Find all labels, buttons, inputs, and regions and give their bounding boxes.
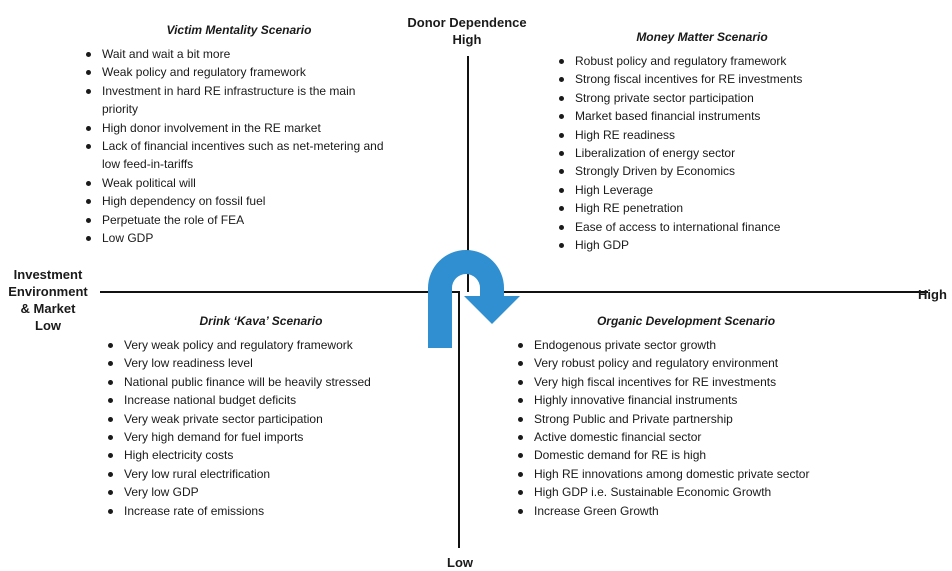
list-item: Wait and wait a bit more xyxy=(86,45,394,63)
list-item: Highly innovative financial instruments xyxy=(518,391,856,409)
list-item: Ease of access to international finance xyxy=(559,218,847,236)
list-item: Very weak private sector participation xyxy=(108,410,416,428)
list-item: Increase national budget deficits xyxy=(108,391,416,409)
axis-label-left: Investment Environment & Market Low xyxy=(8,267,88,333)
horizontal-axis-left xyxy=(100,291,460,293)
list-item: High RE penetration xyxy=(559,199,847,217)
list-item: Investment in hard RE infrastructure is … xyxy=(86,82,394,119)
list-item: Very low GDP xyxy=(108,483,416,501)
list-item: Domestic demand for RE is high xyxy=(518,446,856,464)
list-item: Strongly Driven by Economics xyxy=(559,162,847,180)
list-item: Robust policy and regulatory framework xyxy=(559,52,847,70)
list-item: Low GDP xyxy=(86,229,394,247)
list-item: Strong fiscal incentives for RE investme… xyxy=(559,70,847,88)
quadrant-list: Very weak policy and regulatory framewor… xyxy=(106,336,416,520)
list-item: Increase rate of emissions xyxy=(108,502,416,520)
u-turn-arrow-icon xyxy=(428,250,520,348)
list-item: Very high demand for fuel imports xyxy=(108,428,416,446)
list-item: Very low rural electrification xyxy=(108,465,416,483)
list-item: Endogenous private sector growth xyxy=(518,336,856,354)
list-item: Strong Public and Private partnership xyxy=(518,410,856,428)
list-item: Perpetuate the role of FEA xyxy=(86,211,394,229)
axis-label-top: Donor Dependence High xyxy=(407,15,527,47)
quadrant-title: Drink ‘Kava’ Scenario xyxy=(199,314,323,328)
u-turn-arrow-shape xyxy=(428,250,520,348)
list-item: Lack of financial incentives such as net… xyxy=(86,137,394,174)
quadrant-title: Victim Mentality Scenario xyxy=(166,23,312,37)
list-item: High donor involvement in the RE market xyxy=(86,119,394,137)
list-item: High GDP i.e. Sustainable Economic Growt… xyxy=(518,483,856,501)
quadrant-victim-mentality: Victim Mentality Scenario Wait and wait … xyxy=(84,23,394,247)
list-item: Very weak policy and regulatory framewor… xyxy=(108,336,416,354)
list-item: Increase Green Growth xyxy=(518,502,856,520)
quadrant-drink-kava: Drink ‘Kava’ Scenario Very weak policy a… xyxy=(106,314,416,520)
list-item: High electricity costs xyxy=(108,446,416,464)
vertical-axis-upper xyxy=(467,56,469,292)
list-item: High dependency on fossil fuel xyxy=(86,192,394,210)
axis-label-right: High xyxy=(918,287,947,302)
list-item: National public finance will be heavily … xyxy=(108,373,416,391)
vertical-axis-lower xyxy=(458,292,460,548)
list-item: Very high fiscal incentives for RE inves… xyxy=(518,373,856,391)
list-item: Market based financial instruments xyxy=(559,107,847,125)
list-item: Weak policy and regulatory framework xyxy=(86,63,394,81)
list-item: High RE readiness xyxy=(559,126,847,144)
list-item: High GDP xyxy=(559,236,847,254)
list-item: High RE innovations among domestic priva… xyxy=(518,465,856,483)
quadrant-organic-development: Organic Development Scenario Endogenous … xyxy=(516,314,856,520)
list-item: Very low readiness level xyxy=(108,354,416,372)
quadrant-money-matter: Money Matter Scenario Robust policy and … xyxy=(557,30,847,254)
list-item: Liberalization of energy sector xyxy=(559,144,847,162)
horizontal-axis-right xyxy=(500,291,928,293)
quadrant-title: Money Matter Scenario xyxy=(636,30,768,44)
list-item: High Leverage xyxy=(559,181,847,199)
list-item: Active domestic financial sector xyxy=(518,428,856,446)
list-item: Strong private sector participation xyxy=(559,89,847,107)
list-item: Weak political will xyxy=(86,174,394,192)
axis-label-bottom: Low xyxy=(447,555,473,570)
list-item: Very robust policy and regulatory enviro… xyxy=(518,354,856,372)
quadrant-title: Organic Development Scenario xyxy=(596,314,776,328)
